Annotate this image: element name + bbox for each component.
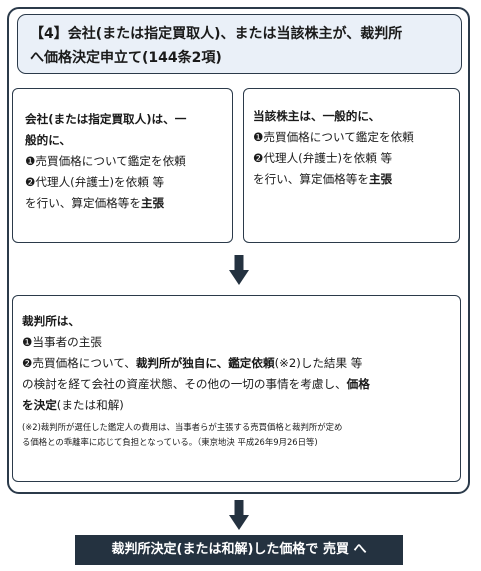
court-line-3-text: の検討を経て会社の資産状態、その他の一切の事情を考慮し、 (22, 377, 347, 391)
company-title-line-1: 会社(または指定買取人)は、一 (25, 112, 187, 126)
company-item-1: ❶売買価格について鑑定を依頼 (25, 154, 186, 168)
company-box: 会社(または指定買取人)は、一 般的に、 ❶売買価格について鑑定を依頼 ❷代理人… (12, 88, 233, 243)
header-line-1: 【4】会社(または指定買取人)、または当該株主が、裁判所 (30, 26, 403, 42)
company-conclusion-text: を行い、算定価格等を (25, 196, 141, 210)
court-line-4-bold: を決定 (22, 398, 57, 412)
court-item-2: ❷売買価格について、裁判所が独自に、鑑定依頼(※2)した結果 等 (22, 353, 452, 374)
result-banner: 裁判所決定(または和解)した価格で 売買 へ (75, 535, 403, 565)
shareholder-item-1: ❶売買価格について鑑定を依頼 (253, 130, 414, 144)
down-arrow-icon (229, 500, 249, 530)
company-title-line-2: 般的に、 (25, 133, 72, 147)
company-conclusion: を行い、算定価格等を主張 (25, 193, 222, 214)
court-item-2-text: ❷売買価格について、 (22, 356, 136, 370)
shareholder-conclusion: を行い、算定価格等を主張 (253, 169, 451, 190)
header-box: 【4】会社(または指定買取人)、または当該株主が、裁判所 へ価格決定申立て(14… (17, 14, 462, 74)
court-note-line-2: る価格との乖離率に応じて負担となっている。（東京地決 平成26年9月26日等) (22, 437, 318, 447)
court-footnote: (※2)裁判所が選任した鑑定人の費用は、当事者らが主張する売買価格と裁判所が定め… (22, 420, 452, 450)
court-item-1: ❶当事者の主張 (22, 335, 102, 349)
down-arrow-icon (229, 255, 249, 285)
court-box: 裁判所は、 ❶当事者の主張 ❷売買価格について、裁判所が独自に、鑑定依頼(※2)… (12, 295, 461, 482)
court-line-4: を決定(または和解) (22, 395, 452, 416)
company-item-2: ❷代理人(弁護士)を依頼 等 (25, 175, 165, 189)
shareholder-conclusion-text: を行い、算定価格等を (253, 172, 369, 186)
shareholder-item-2: ❷代理人(弁護士)を依頼 等 (253, 151, 393, 165)
court-line-4-tail: (または和解) (56, 398, 124, 412)
court-line-3-bold: 価格 (346, 377, 370, 391)
shareholder-box: 当該株主は、一般的に、 ❶売買価格について鑑定を依頼 ❷代理人(弁護士)を依頼 … (243, 88, 460, 243)
header-line-2: へ価格決定申立て(144条2項) (30, 50, 222, 66)
company-conclusion-bold: 主張 (140, 196, 165, 210)
court-title: 裁判所は、 (22, 314, 80, 328)
court-item-2-tail: (※2)した結果 等 (274, 356, 363, 370)
court-note-line-1: (※2)裁判所が選任した鑑定人の費用は、当事者らが主張する売買価格と裁判所が定め (22, 422, 343, 432)
court-item-2-bold: 裁判所が独自に、鑑定依頼 (135, 356, 275, 370)
shareholder-conclusion-bold: 主張 (368, 172, 393, 186)
court-line-3: の検討を経て会社の資産状態、その他の一切の事情を考慮し、価格 (22, 374, 452, 395)
shareholder-title: 当該株主は、一般的に、 (253, 109, 381, 123)
